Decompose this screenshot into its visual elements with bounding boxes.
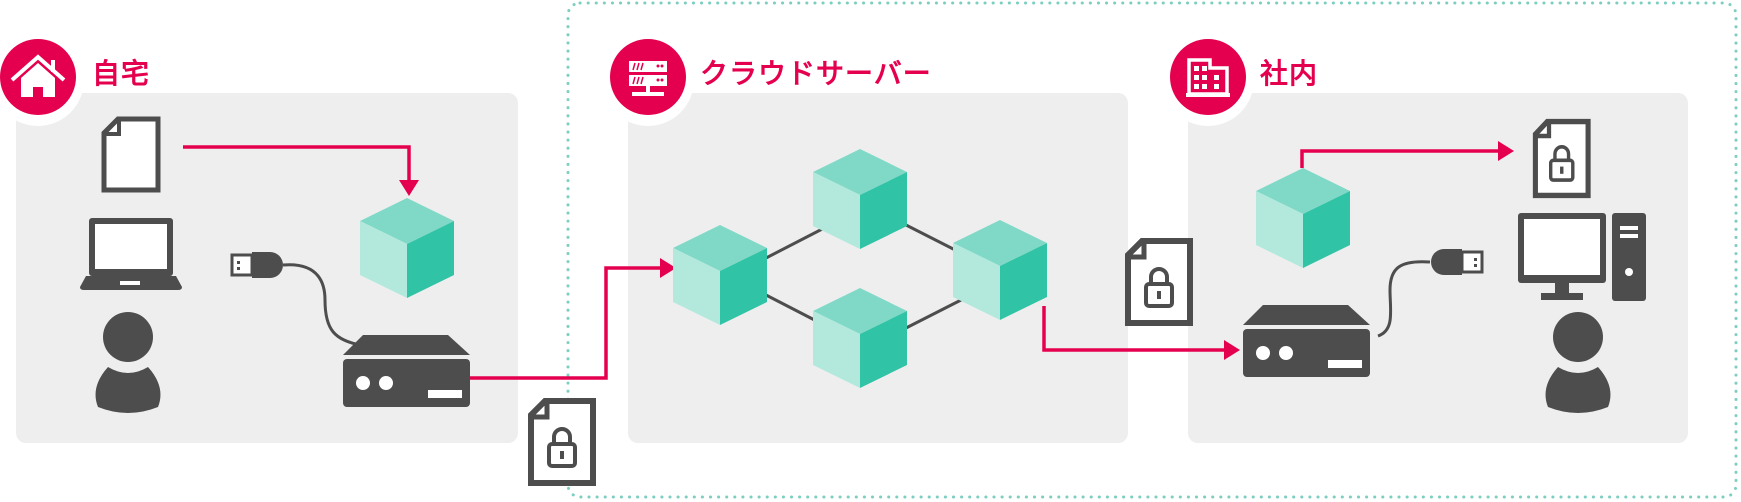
house-icon	[0, 34, 84, 126]
laptop-icon	[80, 218, 182, 290]
locked-document-icon	[1128, 241, 1190, 323]
desktop-computer-icon	[1518, 213, 1646, 301]
locked-document-icon	[531, 401, 593, 483]
locked-document-icon	[1535, 122, 1588, 196]
arrow-device-to-cloud	[470, 266, 662, 380]
arrow-doc-to-cube	[183, 145, 411, 182]
section-title-office: 社内	[1260, 57, 1319, 90]
section-title-home: 自宅	[92, 57, 151, 90]
security-device-home	[343, 335, 470, 407]
building-icon	[1162, 34, 1254, 126]
cloud-panel	[628, 93, 1128, 443]
section-title-cloud: クラウドサーバー	[700, 57, 932, 90]
arrow-cube-to-lockdoc	[1300, 149, 1500, 168]
document-icon	[101, 116, 161, 193]
security-device-office	[1243, 305, 1370, 377]
usb-key-icon	[230, 252, 361, 347]
server-icon	[602, 34, 694, 126]
usb-key-icon	[1377, 249, 1484, 338]
arrow-cloud-to-office-device	[1042, 306, 1226, 352]
